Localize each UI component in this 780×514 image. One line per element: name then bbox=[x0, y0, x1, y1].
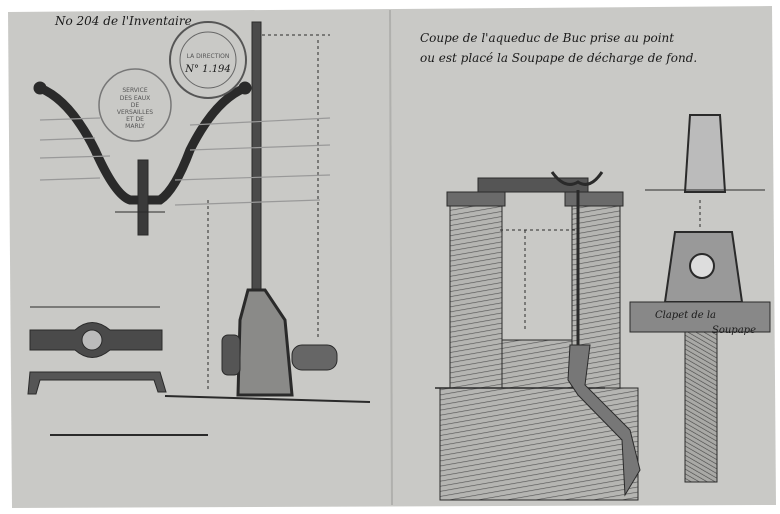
title-line-2: ou est placé la Soupape de décharge de f… bbox=[420, 51, 697, 65]
key-stem-drawing bbox=[164, 21, 371, 403]
stamp-text: SERVICE bbox=[122, 87, 148, 94]
clamp-detail-drawing bbox=[27, 306, 208, 436]
stamp-text: VERSAILLES bbox=[117, 109, 153, 116]
stamp-text: DE bbox=[131, 102, 140, 109]
key-handle-drawing bbox=[33, 81, 252, 236]
stamp-text: LA DIRECTION bbox=[187, 53, 230, 60]
stamp-text: ET DE bbox=[126, 116, 144, 123]
fold-line bbox=[389, 9, 393, 506]
clapet-label: Clapet de la bbox=[655, 310, 716, 321]
title-line-1: Coupe de l'aqueduc de Buc prise au point bbox=[420, 31, 674, 45]
stamp-text: MARLY bbox=[125, 123, 145, 130]
aqueduct-section-drawing bbox=[435, 171, 641, 501]
stamp-text: DES EAUX bbox=[120, 95, 151, 102]
stamp-direction: LA DIRECTION N° 1.194 bbox=[169, 21, 247, 99]
inventory-label: No 204 de l'Inventaire bbox=[54, 14, 192, 28]
soupape-label: Soupape bbox=[712, 325, 756, 336]
faded-notes bbox=[39, 117, 331, 206]
stamp-service-des-eaux: SERVICE DES EAUX DE VERSAILLES ET DE MAR… bbox=[98, 68, 172, 142]
stamp-number: N° 1.194 bbox=[184, 64, 231, 75]
valve-detail-drawing bbox=[629, 114, 771, 483]
